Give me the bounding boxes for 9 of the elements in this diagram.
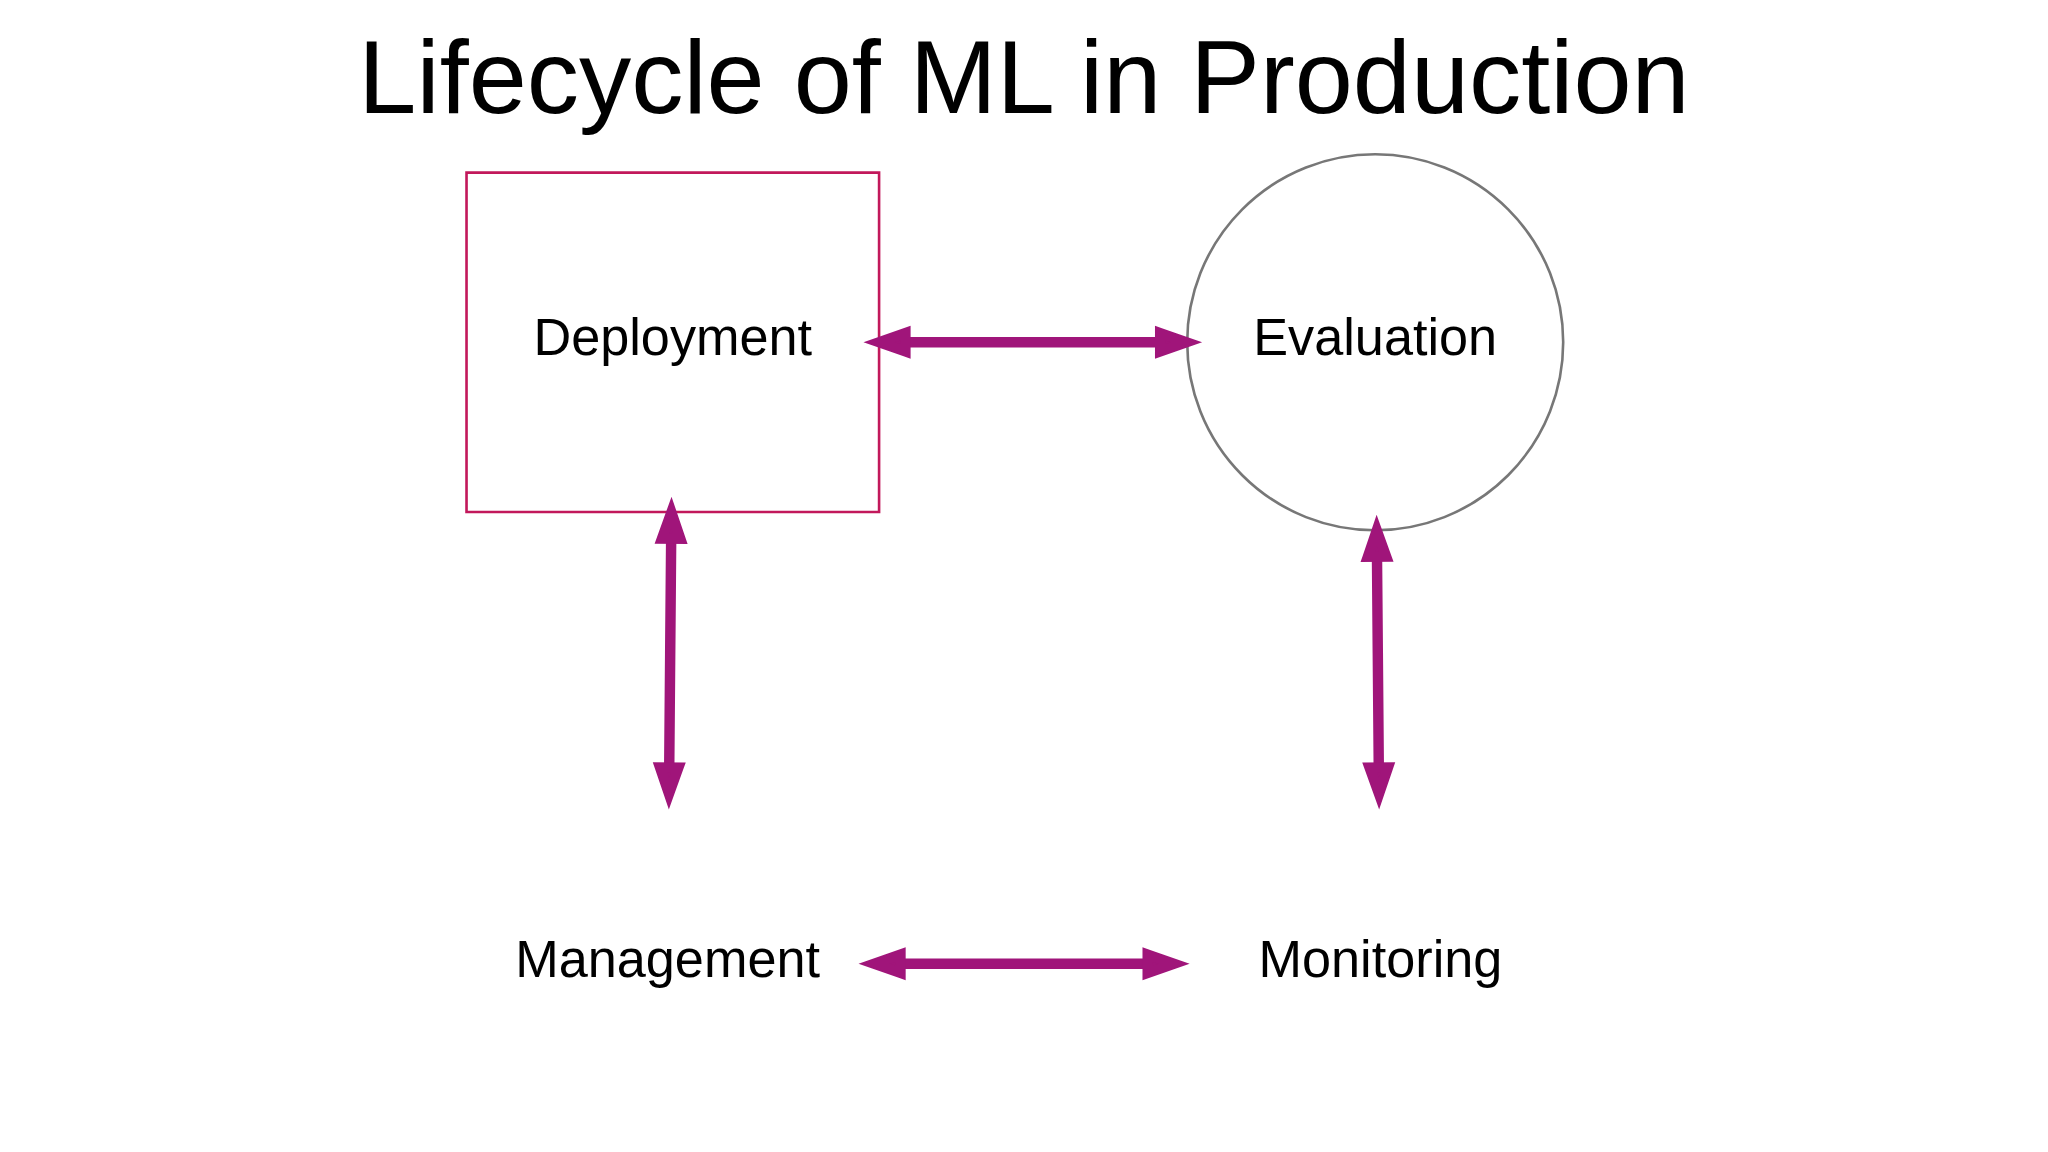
diagram-title: Lifecycle of ML in Production (358, 17, 1690, 135)
arrow (858, 947, 1190, 981)
node-circle: Evaluation (1185, 153, 1565, 532)
arrow (652, 496, 688, 810)
node-text: Management (515, 929, 820, 988)
arrow (863, 325, 1203, 359)
arrow (1360, 514, 1396, 810)
node-text: Monitoring (1258, 929, 1503, 988)
node-box: Deployment (465, 171, 881, 514)
